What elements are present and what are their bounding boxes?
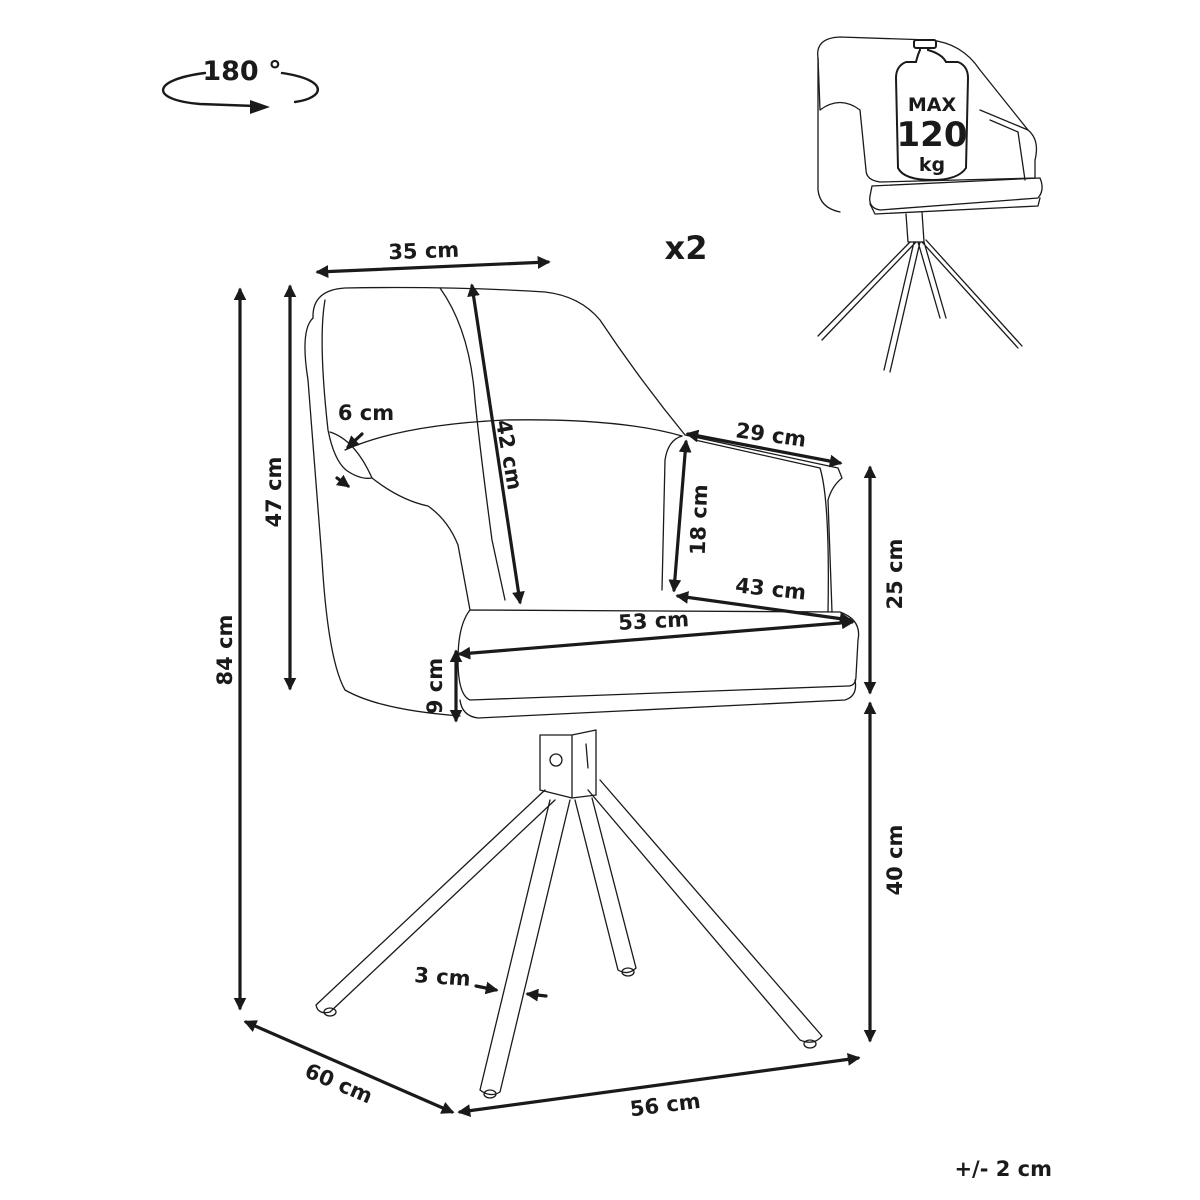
dimension-labels: 35 cm 84 cm 47 cm 42 cm 6 cm 29 cm 18 cm… — [213, 238, 907, 1122]
leg-front-right — [587, 779, 823, 1043]
column-bolt — [549, 753, 563, 767]
ref-armrest — [979, 109, 1029, 181]
max-load-line3: kg — [919, 154, 945, 176]
label-seat-thickness: 9 cm — [423, 658, 447, 714]
quantity-label: x2 — [665, 229, 708, 267]
foot-3 — [621, 967, 635, 977]
dim-line-seat-width — [457, 616, 855, 660]
label-seat-height: 40 cm — [883, 825, 907, 896]
leg-front-left — [315, 789, 556, 1014]
reference-chair: MAX 120 kg — [817, 36, 1043, 373]
label-back-height: 47 cm — [262, 457, 286, 528]
ref-legs — [817, 239, 1023, 373]
label-depth: 60 cm — [301, 1059, 376, 1109]
backrest-side — [321, 299, 373, 479]
ref-seat — [869, 177, 1043, 211]
dim-line-armrest-height — [668, 439, 692, 593]
leg-front — [479, 799, 571, 1096]
dim-arrow-leg-width-2 — [525, 988, 548, 1002]
seat-base — [459, 679, 857, 719]
dim-line-backrest-height — [467, 283, 525, 605]
backrest-inner — [329, 431, 471, 611]
rotation-arrowhead — [250, 100, 270, 114]
dim-line-width — [457, 1053, 861, 1117]
label-back-depth: 6 cm — [338, 401, 394, 425]
rotation-arrow-lower — [161, 71, 257, 108]
weight-icon: MAX 120 kg — [894, 39, 970, 182]
label-seat-width: 53 cm — [618, 607, 690, 635]
swivel-column — [539, 729, 597, 799]
max-load-line1: MAX — [908, 94, 957, 116]
label-armrest-length: 29 cm — [734, 418, 808, 452]
backrest-outline — [312, 286, 843, 613]
foot-4 — [803, 1039, 817, 1049]
dim-line-depth — [243, 1020, 455, 1114]
rotation-label: 180 ° — [202, 56, 281, 87]
ref-seat-base — [869, 197, 1041, 215]
rotation-arrow-upper — [280, 71, 319, 104]
label-armrest-height: 18 cm — [686, 484, 712, 556]
foot-1 — [323, 1007, 337, 1017]
ref-backrest — [817, 36, 1038, 183]
ref-back-left — [817, 57, 841, 213]
ref-column — [905, 211, 925, 243]
max-load-line2: 120 — [897, 115, 968, 155]
backrest-outer-left — [304, 317, 461, 717]
dim-arrow-leg-width-1 — [474, 981, 499, 995]
label-seat-depth: 43 cm — [734, 573, 807, 604]
dim-arrow-back-depth-1 — [346, 432, 364, 449]
label-total-height: 84 cm — [213, 615, 237, 686]
rotation-icon: 180 ° — [161, 56, 319, 114]
column-slot — [585, 743, 589, 769]
dim-line-armrest-length — [685, 429, 843, 468]
leg-back — [574, 797, 637, 974]
dim-line-backrest-width — [315, 256, 551, 278]
label-width: 56 cm — [629, 1089, 702, 1121]
dim-line-seat-depth — [675, 591, 853, 625]
dimension-lines — [233, 256, 877, 1117]
label-armrest-total: 25 cm — [883, 539, 907, 610]
tolerance-label: +/- 2 cm — [954, 1157, 1052, 1181]
label-leg-width: 3 cm — [414, 963, 472, 991]
dim-arrow-back-depth-2 — [335, 474, 351, 488]
label-backrest-width: 35 cm — [388, 238, 460, 264]
